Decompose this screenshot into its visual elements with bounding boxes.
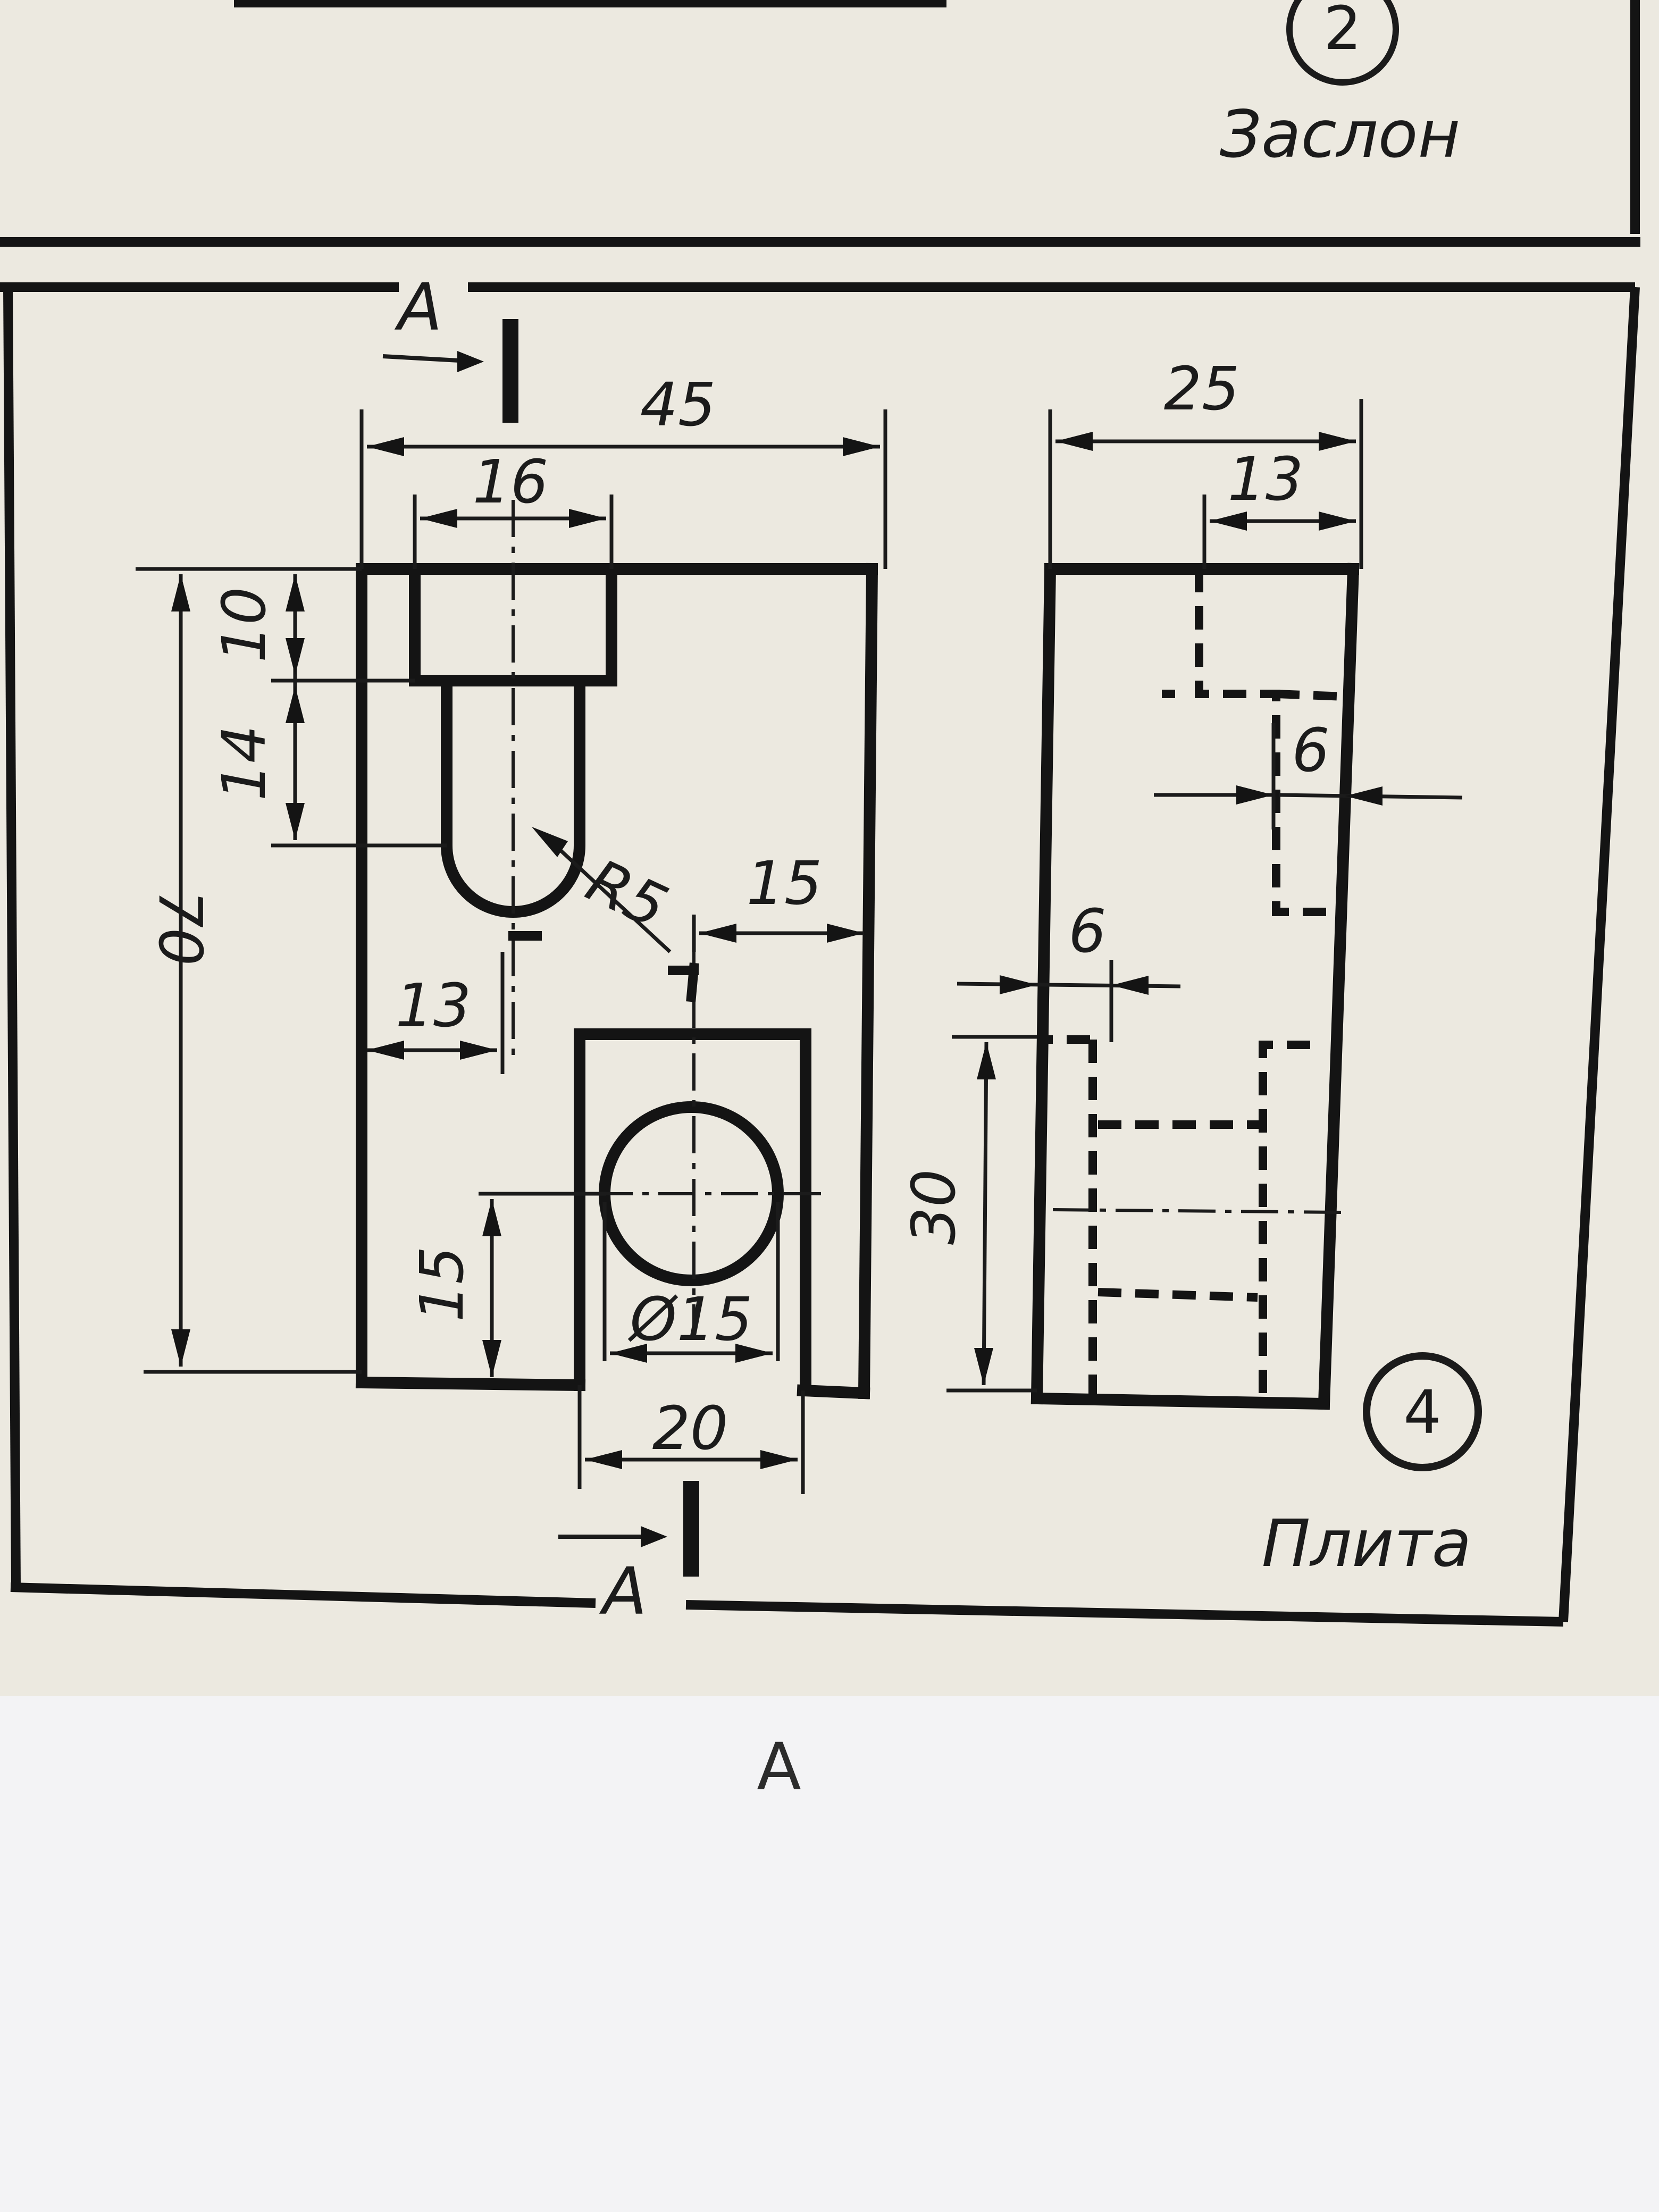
side-dimension-lines <box>946 399 1463 1393</box>
dim-16: 16 <box>473 448 549 517</box>
dim-10: 10 <box>210 587 279 663</box>
main-frame <box>0 282 1640 1627</box>
section-marker-bottom <box>558 1481 699 1577</box>
front-centerlines <box>508 500 822 1340</box>
dim-6-upper: 6 <box>1292 716 1329 785</box>
side-centerline <box>1052 1208 1343 1214</box>
dim-6-lower: 6 <box>1068 897 1106 966</box>
dim-15-right: 15 <box>747 849 823 918</box>
dim-25: 25 <box>1164 355 1240 424</box>
drawing-sheet <box>0 0 1659 1755</box>
top-part-name: Заслон <box>1220 97 1460 172</box>
dim-70: 70 <box>145 890 214 966</box>
dim-13: 13 <box>396 971 472 1041</box>
section-letter-bottom: A <box>599 1554 647 1629</box>
part-name: Плита <box>1262 1506 1472 1581</box>
dim-14: 14 <box>210 725 279 801</box>
section-marker-top <box>382 319 518 423</box>
dim-45: 45 <box>640 371 716 440</box>
dim-30: 30 <box>900 1169 969 1245</box>
side-hidden-lines <box>1042 569 1346 1396</box>
section-letter-top: A <box>394 270 442 345</box>
upper-frame <box>0 0 1640 247</box>
part-number-2-circle <box>1286 0 1399 86</box>
part-number: 4 <box>1403 1378 1441 1447</box>
dim-20: 20 <box>652 1394 728 1463</box>
handwritten-section-letter: A <box>757 1729 801 1805</box>
dim-r5: R5 <box>576 846 677 942</box>
dim-15-height: 15 <box>408 1246 477 1322</box>
top-part-number: 2 <box>1323 0 1361 63</box>
dim-diameter-15: Ø15 <box>628 1285 753 1354</box>
dim-13-side: 13 <box>1228 445 1304 514</box>
part-number-4-circle <box>1363 1352 1482 1471</box>
background-table <box>0 1696 1659 2212</box>
front-dimension-lines <box>136 409 887 1494</box>
